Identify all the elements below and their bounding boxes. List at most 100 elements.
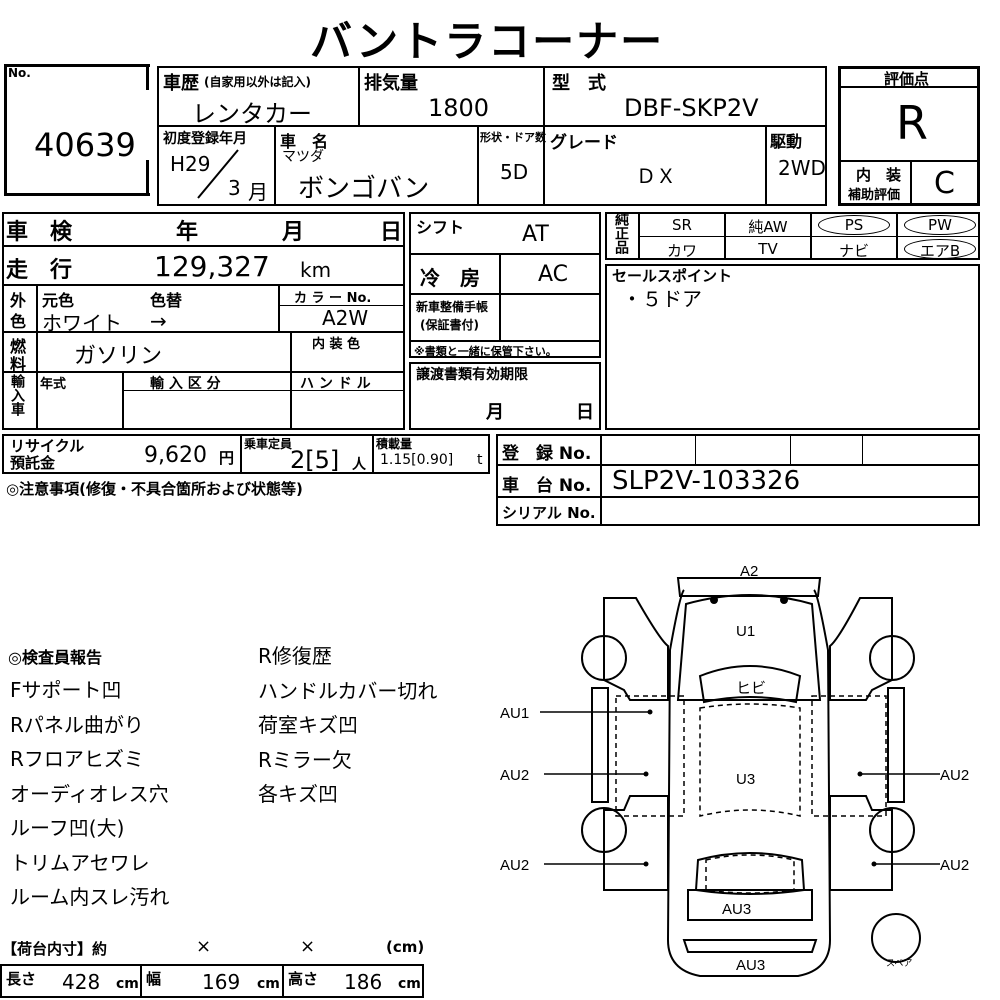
shaken-day: 日 [380,220,403,245]
label-au3-inner: AU3 [722,901,751,918]
interior-score: C [934,166,955,201]
height-unit: cm [398,976,421,992]
mileage-unit: km [300,258,332,282]
evaluation-box [838,66,980,206]
height-label: 高さ [288,970,319,988]
cargo-unit-label: (cm) [386,938,425,956]
shaken-month: 月 [282,220,305,245]
drive-label: 駆動 [770,132,803,151]
option-SR: SR [672,216,692,234]
option-カワ: カワ [666,242,697,260]
maker-name: マツダ [282,149,324,165]
report-item: ハンドルカバー切れ [258,678,438,703]
cargo-x1: × [196,936,212,957]
genuine-label: 純正品 [613,212,629,254]
import-type-label: 輸 入 区 分 [150,376,221,392]
load-unit: t [477,452,483,468]
displacement-value: 1800 [428,94,490,122]
report-item: Rフロアヒズミ [10,747,144,771]
fuel-label-2: 料 [10,355,27,374]
inspector-label: ◎検査員報告 [8,648,102,667]
exterior-label-2: 色 [10,312,27,331]
capacity-value: 2[5] [290,446,340,474]
recycle-label-1: リサイクル [10,437,85,455]
equipment-box [409,212,601,358]
sales-point-box [605,264,980,430]
grade-label: グレード [550,133,618,153]
displacement-label: 排気量 [364,73,418,94]
ac-value: AC [538,262,569,287]
label-au2-left-1: AU2 [500,767,529,784]
interior-label-1: 内 装 [856,166,902,184]
first-reg-label: 初度登録年月 [163,131,247,147]
label-u3: U3 [736,771,755,788]
load-label: 積載量 [376,437,413,451]
shaken-year: 年 [176,220,199,245]
history-value: レンタカー [192,100,312,128]
notes-label: ◎注意事項(修復・不具合箇所および状態等) [6,480,303,498]
report-item: Fサポート凹 [10,678,122,702]
color-no-label: カ ラ ー No. [294,291,372,306]
stock-number: 40639 [34,126,136,164]
interior-color-label: 内 装 色 [312,337,361,352]
load-value: 1.15[0.90] [380,452,454,468]
car-name: ボンゴバン [298,174,430,204]
body-label: 形状・ドア数 [480,131,546,144]
manual-label-2: (保証書付) [420,318,479,332]
mileage-label: 走 行 [6,258,73,283]
color-no-value: A2W [322,306,369,330]
sales-point-label: セールスポイント [612,267,733,285]
width-label: 幅 [146,970,162,988]
shift-value: AT [522,222,549,247]
width-value: 169 [202,970,241,994]
registration-box [496,434,980,526]
transfer-month: 月 [486,402,504,423]
option-circle [904,239,976,259]
label-au2-right-1: AU2 [940,767,969,784]
history-note: (自家用以外は記入) [204,75,311,89]
reg-no-label: 登 録 No. [502,444,592,464]
handle-label: ハ ン ド ル [300,376,371,392]
cargo-x2: × [300,936,316,957]
inspection-table [2,212,405,430]
exterior-label-1: 外 [10,291,27,310]
page-title: バントラコーナー [310,17,665,66]
report-item: オーディオレス穴 [10,781,169,806]
option-純AW: 純AW [748,218,788,236]
mileage-value: 129,327 [154,250,270,283]
first-reg-month: 3 [228,176,241,200]
color-change-label: 色替 [150,291,183,310]
shaken-label: 車 検 [6,220,73,245]
fuel-value: ガソリン [74,344,163,369]
recycle-value: 9,620 [144,443,207,468]
label-au2-left-2: AU2 [500,857,529,874]
drive-value: 2WD [778,156,826,180]
recycle-label-2: 預託金 [10,454,56,472]
manual-label-1: 新車整備手帳 [416,300,489,314]
eval-label: 評価点 [884,70,930,88]
report-item: Rパネル曲がり [10,712,144,737]
color-change-arrow: → [150,309,167,333]
interior-label-2: 補助評価 [848,188,901,203]
option-circle [904,215,976,235]
vehicle-info-grid [157,66,827,206]
name-label: 車 名 [280,132,329,151]
model-label: 型 式 [552,73,606,94]
capacity-label: 乗車定員 [244,437,293,451]
report-item: 各キズ凹 [258,782,338,806]
cargo-dims-box [0,964,424,998]
length-value: 428 [62,970,101,994]
cargo-label: 【荷台内寸】約 [2,940,108,958]
history-label: 車歴 [163,73,199,94]
import-year-label: 年式 [40,377,67,392]
length-label: 長さ [6,970,37,988]
shift-label: シフト [416,218,465,237]
label-au2-right-2: AU2 [940,857,969,874]
import-label: 輸入車 [9,374,25,416]
first-reg-year: H29 [170,152,211,176]
no-label: No. [8,66,31,80]
report-item: トリムアセワレ [10,850,150,875]
vehicle-damage-diagram: A2 U1 ヒビ AU1 AU2 U3 AU2 AU2 AU2 AU3 AU3 … [500,563,969,977]
recycle-unit: 円 [219,449,235,467]
label-au1: AU1 [500,705,529,722]
